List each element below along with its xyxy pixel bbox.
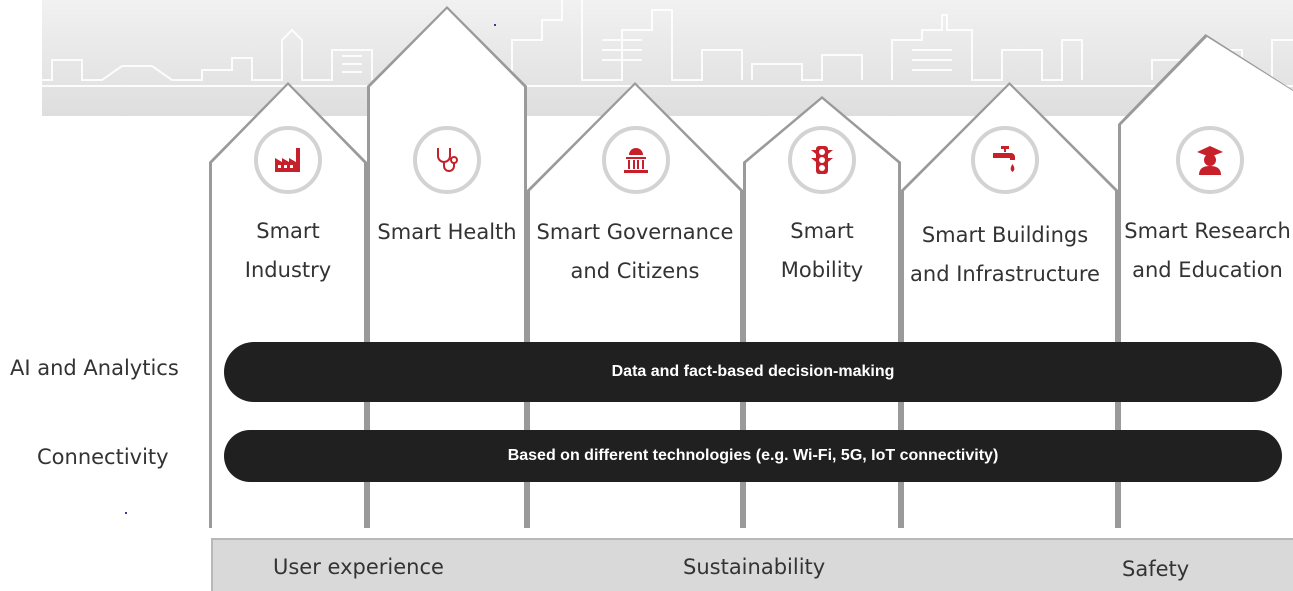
layer-bar-connectivity: Based on different technologies (e.g. Wi… [224, 430, 1282, 482]
house-label-line1: Smart Health [377, 220, 517, 244]
skyline-silhouette [42, 0, 1293, 87]
factory-icon [275, 148, 300, 172]
house-label-line1: Smart Research [1124, 219, 1291, 243]
layer-bar-ai-analytics: Data and fact-based decision-making [224, 342, 1282, 402]
icon-circle-health [413, 126, 481, 194]
layer-label-connectivity: Connectivity [37, 445, 169, 469]
house-label-line2: Mobility [780, 258, 864, 282]
icon-circle-mobility [788, 126, 856, 194]
house-label-industry: Smart Industry [209, 212, 367, 290]
house-label-line2: and Education [1132, 258, 1283, 282]
house-label-research: Smart Research and Education [1122, 212, 1293, 290]
stray-dot [494, 24, 496, 26]
house-label-line1: Smart [256, 219, 320, 243]
foundation-band [211, 538, 1293, 591]
icon-circle-buildings [971, 126, 1039, 194]
pillar-sustainability: Sustainability [683, 555, 826, 579]
icon-circle-governance [602, 126, 670, 194]
pillar-user-experience: User experience [273, 555, 444, 579]
house-label-line1: Smart Governance [536, 220, 734, 244]
house-label-health: Smart Health [367, 213, 527, 252]
house-label-governance: Smart Governance and Citizens [527, 213, 743, 291]
traffic-light-icon [811, 146, 833, 174]
city-skyline-background [42, 0, 1293, 116]
house-label-line2: and Infrastructure [910, 262, 1100, 286]
pillar-safety: Safety [1122, 557, 1190, 581]
house-label-line1: Smart Buildings [921, 223, 1089, 247]
icon-circle-research [1176, 126, 1244, 194]
house-label-line1: Smart [790, 219, 854, 243]
icon-circle-industry [254, 126, 322, 194]
layer-label-ai-analytics: AI and Analytics [10, 356, 179, 380]
house-label-buildings: Smart Buildings and Infrastructure [901, 216, 1109, 294]
stray-dot [125, 512, 127, 514]
graduate-icon [1197, 146, 1223, 175]
government-building-icon [624, 148, 648, 173]
water-tap-icon [993, 146, 1015, 172]
stethoscope-icon [437, 148, 458, 172]
house-label-mobility: Smart Mobility [743, 212, 901, 290]
house-label-line2: Industry [244, 258, 332, 282]
house-label-line2: and Citizens [570, 259, 700, 283]
